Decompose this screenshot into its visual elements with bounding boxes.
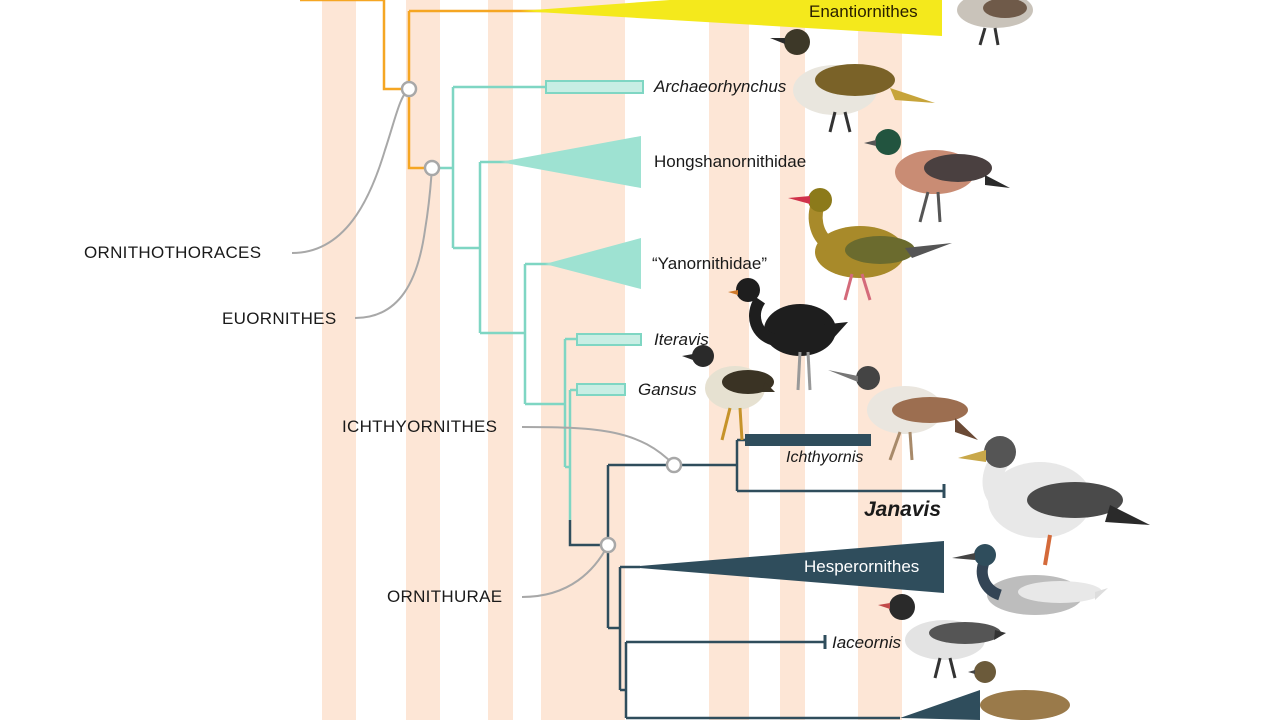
yanornithid-bird <box>788 188 952 301</box>
node-circles <box>400 80 683 554</box>
hesperornithes-label: Hesperornithes <box>804 557 920 576</box>
hongshanornithidae-label: Hongshanornithidae <box>654 152 807 171</box>
ornithurae-branches <box>568 438 944 720</box>
archaeorhynchus-bird <box>770 29 935 133</box>
enantiornithine-bird <box>957 0 1033 46</box>
ichthyornithes-label: ICHTHYORNITHES <box>342 417 498 436</box>
yanornithidae-label: “Yanornithidae” <box>652 254 767 273</box>
ichthyornis-bird <box>828 366 978 461</box>
hongshanornithid-bird <box>864 129 1010 223</box>
archaeorhynchus-label: Archaeorhynchus <box>654 77 787 96</box>
euornithes-node <box>423 159 441 177</box>
euornithes-branches <box>432 85 577 520</box>
euornithes-bars <box>545 80 644 396</box>
ichthyornis-label: Ichthyornis <box>786 449 864 466</box>
iteravis-bird <box>728 278 848 391</box>
euornithes-label: EUORNITHES <box>222 309 337 328</box>
clade-pointers <box>291 88 675 598</box>
iaceornis-label: Iaceornis <box>832 633 901 652</box>
enantiornithes-wedge <box>520 0 942 36</box>
ornithurae-node <box>599 536 617 554</box>
ornithothoraces-label: ORNITHOTHORACES <box>84 243 262 262</box>
ornithurae-label: ORNITHURAE <box>387 587 503 606</box>
ichthyornis-bar <box>745 434 871 446</box>
enantiornithes-label: Enantiornithes <box>809 2 918 21</box>
hesperornithine-bird <box>952 544 1108 615</box>
iaceornis-bird <box>878 594 1006 679</box>
ichthyornithes-node <box>665 456 683 474</box>
gansus-label: Gansus <box>638 380 697 399</box>
hesperornithes-wedge <box>628 541 944 593</box>
hongshanornithidae-wedge <box>500 136 641 188</box>
yanornithidae-wedge <box>545 238 641 289</box>
janavis-label: Janavis <box>864 498 942 521</box>
crown-wedge <box>900 690 980 720</box>
iteravis-label: Iteravis <box>654 330 709 349</box>
ornithothoraces-node <box>400 80 418 98</box>
janavis-bird <box>958 436 1150 566</box>
crown-bird <box>968 661 1070 720</box>
gansus-bird <box>682 345 775 441</box>
